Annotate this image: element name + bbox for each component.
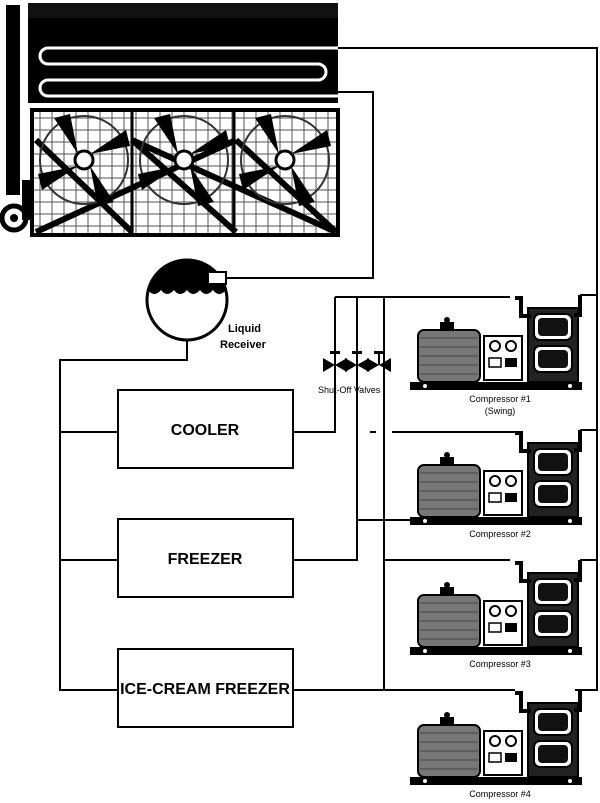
fan-icon [239, 114, 331, 206]
valve-icon [345, 351, 369, 372]
fan-icon [38, 114, 130, 206]
liquid-receiver-icon [145, 258, 229, 342]
cooler-box: COOLER [117, 389, 294, 469]
valve-icon [367, 351, 391, 372]
liquid-receiver-label-2: Receiver [220, 339, 267, 351]
compressor-icon: Compressor #1 (Swing) [410, 295, 582, 416]
compressor-label: Compressor #1 [469, 394, 531, 404]
piping [59, 47, 598, 691]
shutoff-valves-label: Shut-Off Valves [318, 385, 381, 395]
shutoff-valves [323, 351, 391, 372]
cooler-label: COOLER [171, 422, 240, 439]
ice-cream-freezer-label: ICE-CREAM FREEZER [120, 681, 290, 698]
ice-cream-freezer-box: ICE-CREAM FREEZER [117, 648, 294, 728]
compressor-label: Compressor #2 [469, 529, 531, 539]
freezer-label: FREEZER [168, 551, 243, 568]
compressor-icon: Compressor #4 [410, 690, 582, 799]
compressor-sublabel: (Swing) [485, 406, 516, 416]
compressor-label: Compressor #4 [469, 789, 531, 799]
liquid-receiver-label-1: Liquid [228, 323, 261, 335]
compressor-icon: Compressor #2 [410, 430, 582, 539]
freezer-box: FREEZER [117, 518, 294, 598]
valve-icon [323, 351, 347, 372]
condenser-icon [0, 3, 340, 237]
fan-icon [138, 114, 230, 206]
compressor-label: Compressor #3 [469, 659, 531, 669]
compressor-icon: Compressor #3 [410, 560, 582, 669]
